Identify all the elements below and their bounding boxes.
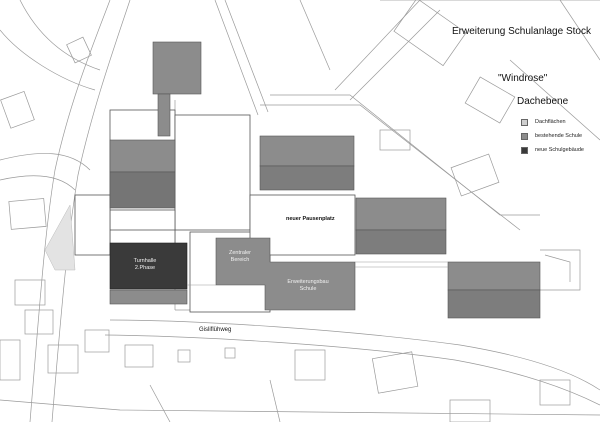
legend-label: bestehende Schule <box>535 133 583 139</box>
legend-item-roof: Dachflächen <box>521 117 566 127</box>
zentral-line1: Zentraler <box>228 250 251 256</box>
erweiterung-line1: Erweiterungsbau <box>287 279 329 285</box>
erweiterung-label: Erweiterungsbau Schule <box>280 279 336 293</box>
zentral-line2: Bereich <box>230 257 250 263</box>
gymnasium-building <box>109 242 188 290</box>
platform-lines <box>187 261 448 286</box>
plan-level: Dachebene <box>517 96 569 107</box>
zentral-label: Zentraler Bereich <box>222 250 258 264</box>
project-name: "Windrose" <box>498 73 548 84</box>
turnhalle-line1: Turnhalle <box>133 258 157 264</box>
legend-label: neue Schulgebäude <box>535 147 584 153</box>
hatched-area <box>44 204 76 271</box>
legend-label: Dachflächen <box>535 119 566 125</box>
legend-swatch-new <box>521 146 528 154</box>
existing-school-buildings <box>109 41 541 319</box>
roof-surfaces <box>74 109 356 313</box>
plan-title: Erweiterung Schulanlage Stock <box>452 26 591 37</box>
legend-item-existing: bestehende Schule <box>521 131 582 141</box>
erweiterung-line2: Schule <box>299 286 317 292</box>
pausenplatz-label: neuer Pausenplatz <box>286 216 335 222</box>
legend-swatch-roof <box>521 118 528 126</box>
legend-swatch-existing <box>521 132 528 140</box>
turnhalle-label: Turnhalle 2.Phase <box>120 258 170 272</box>
turnhalle-line2: 2.Phase <box>134 265 156 271</box>
legend-item-new: neue Schulgebäude <box>521 145 584 155</box>
street-label: Gisliflühweg <box>199 327 232 333</box>
